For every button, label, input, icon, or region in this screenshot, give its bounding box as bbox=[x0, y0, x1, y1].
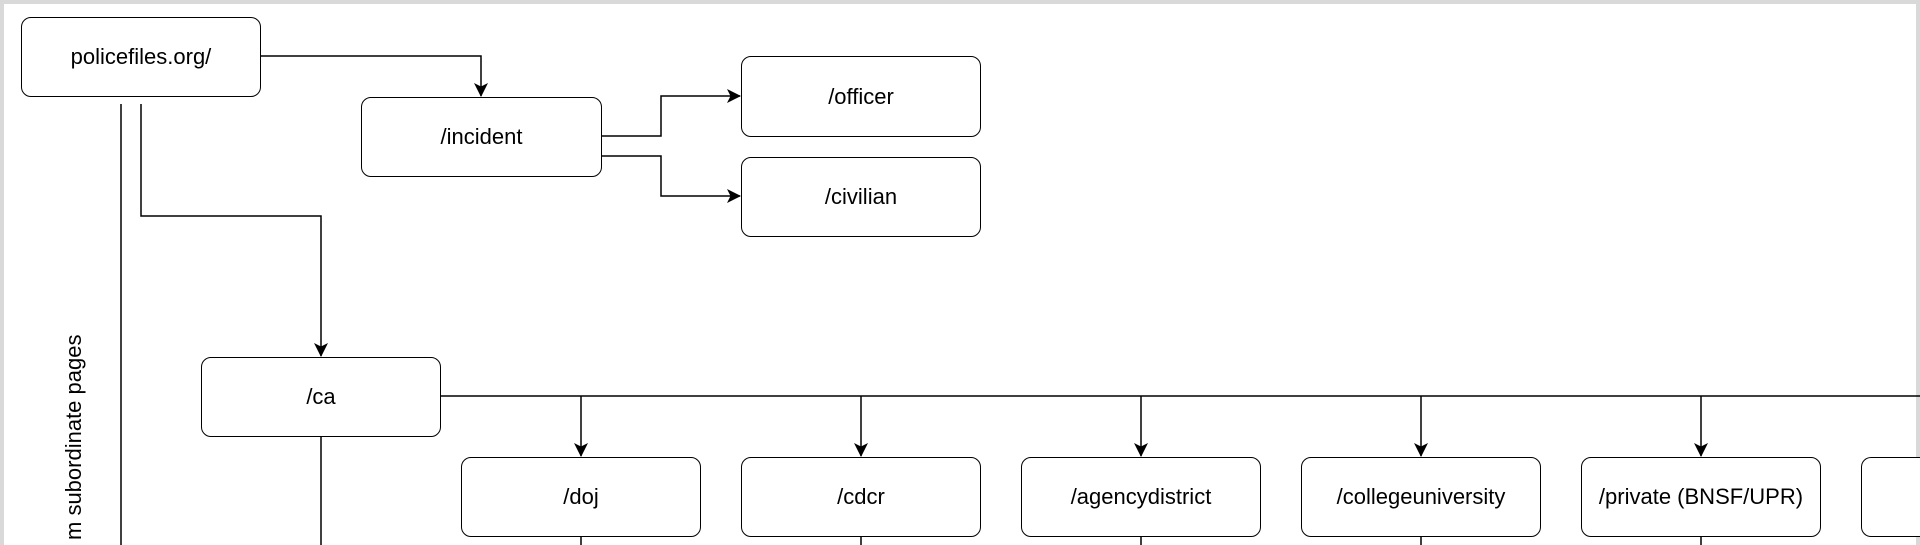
node-civilian[interactable]: /civilian bbox=[741, 157, 981, 237]
node-agencydistrict[interactable]: /agencydistrict bbox=[1021, 457, 1261, 537]
node-officer[interactable]: /officer bbox=[741, 56, 981, 137]
node-ca[interactable]: /ca bbox=[201, 357, 441, 437]
edge-root-incident bbox=[261, 55, 488, 97]
node-root[interactable]: policefiles.org/ bbox=[21, 17, 261, 97]
edge-incident-officer bbox=[602, 89, 741, 137]
node-incident[interactable]: /incident bbox=[361, 97, 602, 177]
node-doj[interactable]: /doj bbox=[461, 457, 701, 537]
node-cdcr[interactable]: /cdcr bbox=[741, 457, 981, 537]
edge-incident-civilian bbox=[602, 155, 741, 203]
edge-root-ca bbox=[140, 104, 328, 357]
side-label: m subordinate pages bbox=[61, 334, 86, 540]
node-next-partial[interactable] bbox=[1861, 457, 1920, 537]
node-collegeuniversity[interactable]: /collegeuniversity bbox=[1301, 457, 1541, 537]
node-private[interactable]: /private (BNSF/UPR) bbox=[1581, 457, 1821, 537]
